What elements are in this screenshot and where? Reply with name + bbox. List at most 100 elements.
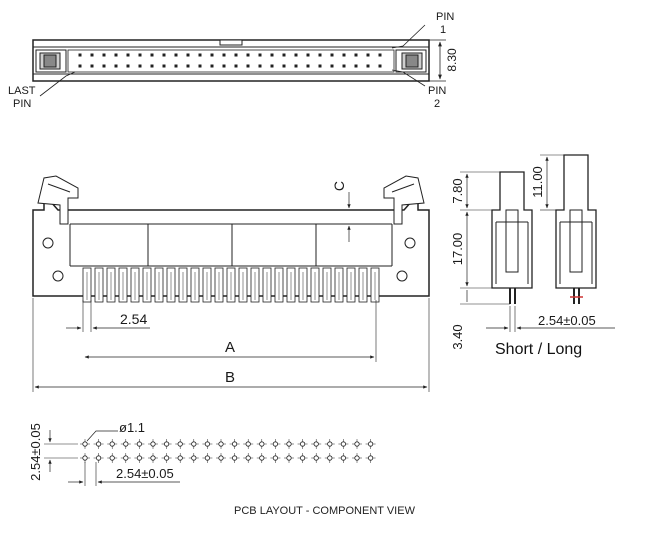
top-pin-dot	[162, 64, 166, 68]
dim-a-label: A	[225, 339, 235, 356]
pcb-hole	[204, 455, 210, 461]
front-latch-right	[383, 175, 425, 225]
top-pin-dot	[150, 53, 154, 57]
pcb-hole	[136, 455, 142, 461]
top-pin-dot	[90, 53, 94, 57]
pcb-hole	[286, 441, 292, 447]
pcb-hole	[259, 455, 265, 461]
top-pin-dot	[246, 53, 250, 57]
dim-pin-label: 3.40	[450, 324, 465, 349]
top-pin-dot	[90, 64, 94, 68]
pcb-hole	[150, 441, 156, 447]
dim-height-label: 8.30	[445, 48, 459, 72]
top-pin-dot	[306, 53, 310, 57]
pcb-hole-grid	[80, 439, 376, 463]
pcb-hole	[218, 455, 224, 461]
pcb-hole	[232, 441, 238, 447]
top-pin-dot	[366, 53, 370, 57]
pin2-number: 2	[434, 98, 440, 110]
pcb-hole	[272, 441, 278, 447]
side-short-outline	[491, 171, 533, 289]
pcb-hole	[150, 455, 156, 461]
top-pin-dot	[306, 64, 310, 68]
top-pin-dot	[198, 53, 202, 57]
pcb-hole	[109, 441, 115, 447]
top-pin-dot	[102, 53, 106, 57]
pcb-layout-caption: PCB LAYOUT - COMPONENT VIEW	[234, 505, 415, 517]
top-pin-dot	[126, 64, 130, 68]
top-pin-dot	[162, 53, 166, 57]
top-pin-dot	[354, 53, 358, 57]
top-pin-dot	[270, 64, 274, 68]
pcb-hole	[204, 441, 210, 447]
top-pin-dot	[330, 64, 334, 68]
pcb-hole	[367, 455, 374, 461]
pcb-hole	[82, 441, 88, 447]
pcb-hole	[96, 455, 102, 461]
pcb-hole	[354, 455, 360, 461]
pcb-hole	[96, 441, 102, 447]
top-body-outline	[32, 39, 430, 82]
pcb-hole	[191, 455, 197, 461]
top-pin-dot	[330, 53, 334, 57]
top-pin-field	[78, 53, 382, 68]
pcb-hole	[327, 441, 333, 447]
top-pin-dot	[222, 53, 226, 57]
pcb-hole	[82, 455, 88, 461]
top-pin-dot	[270, 53, 274, 57]
pcb-hole	[245, 455, 251, 461]
front-view	[32, 175, 430, 392]
top-pin-dot	[150, 64, 154, 68]
dim-pitch-label: 2.54	[120, 311, 147, 327]
top-pin-dot	[222, 64, 226, 68]
pcb-hole	[340, 455, 346, 461]
top-pin-dot	[114, 53, 118, 57]
dim-upper-label: 7.80	[450, 178, 465, 203]
pcb-hole	[164, 441, 170, 447]
pcb-layout	[44, 430, 376, 486]
pcb-hole	[286, 455, 292, 461]
pcb-hole	[340, 441, 346, 447]
top-pin-dot	[258, 53, 262, 57]
pcb-hole	[218, 441, 224, 447]
front-latch-left	[37, 175, 79, 225]
top-pin-dot	[318, 64, 322, 68]
top-pin-dot	[198, 64, 202, 68]
top-pin-dot	[294, 53, 298, 57]
pcb-hole	[191, 441, 197, 447]
pcb-hole	[123, 441, 129, 447]
pcb-hole	[313, 441, 319, 447]
top-pin-dot	[78, 53, 82, 57]
col-pitch-label: 2.54±0.05	[116, 466, 174, 481]
hole-dia-label: ø1.1	[119, 420, 145, 435]
top-pin-dot	[246, 64, 250, 68]
top-pin-dot	[366, 64, 370, 68]
top-pin-dot	[294, 64, 298, 68]
pcb-hole	[245, 441, 251, 447]
side-view	[460, 154, 615, 332]
pin1-label: PIN	[436, 11, 454, 23]
side-pitch-label: 2.54±0.05	[538, 313, 596, 328]
top-pin-dot	[354, 64, 358, 68]
top-pin-dot	[258, 64, 262, 68]
top-pin-dot	[78, 64, 82, 68]
pcb-hole	[367, 441, 374, 447]
pcb-hole	[299, 441, 306, 447]
pin2-label: PIN	[428, 85, 446, 97]
top-pin-dot	[210, 53, 214, 57]
top-pin-dot	[138, 53, 142, 57]
side-long-outline	[555, 154, 597, 289]
short-long-caption: Short / Long	[495, 341, 583, 358]
top-pin-dot	[342, 64, 346, 68]
pcb-hole	[354, 441, 360, 447]
front-pin-row	[82, 267, 380, 303]
pcb-hole	[313, 455, 319, 461]
pin1-number: 1	[440, 24, 446, 36]
top-pin-dot	[342, 53, 346, 57]
top-pin-dot	[282, 64, 286, 68]
top-pin-dot	[210, 64, 214, 68]
pcb-hole	[259, 441, 265, 447]
top-pin-dot	[378, 53, 382, 57]
pcb-hole	[164, 455, 170, 461]
